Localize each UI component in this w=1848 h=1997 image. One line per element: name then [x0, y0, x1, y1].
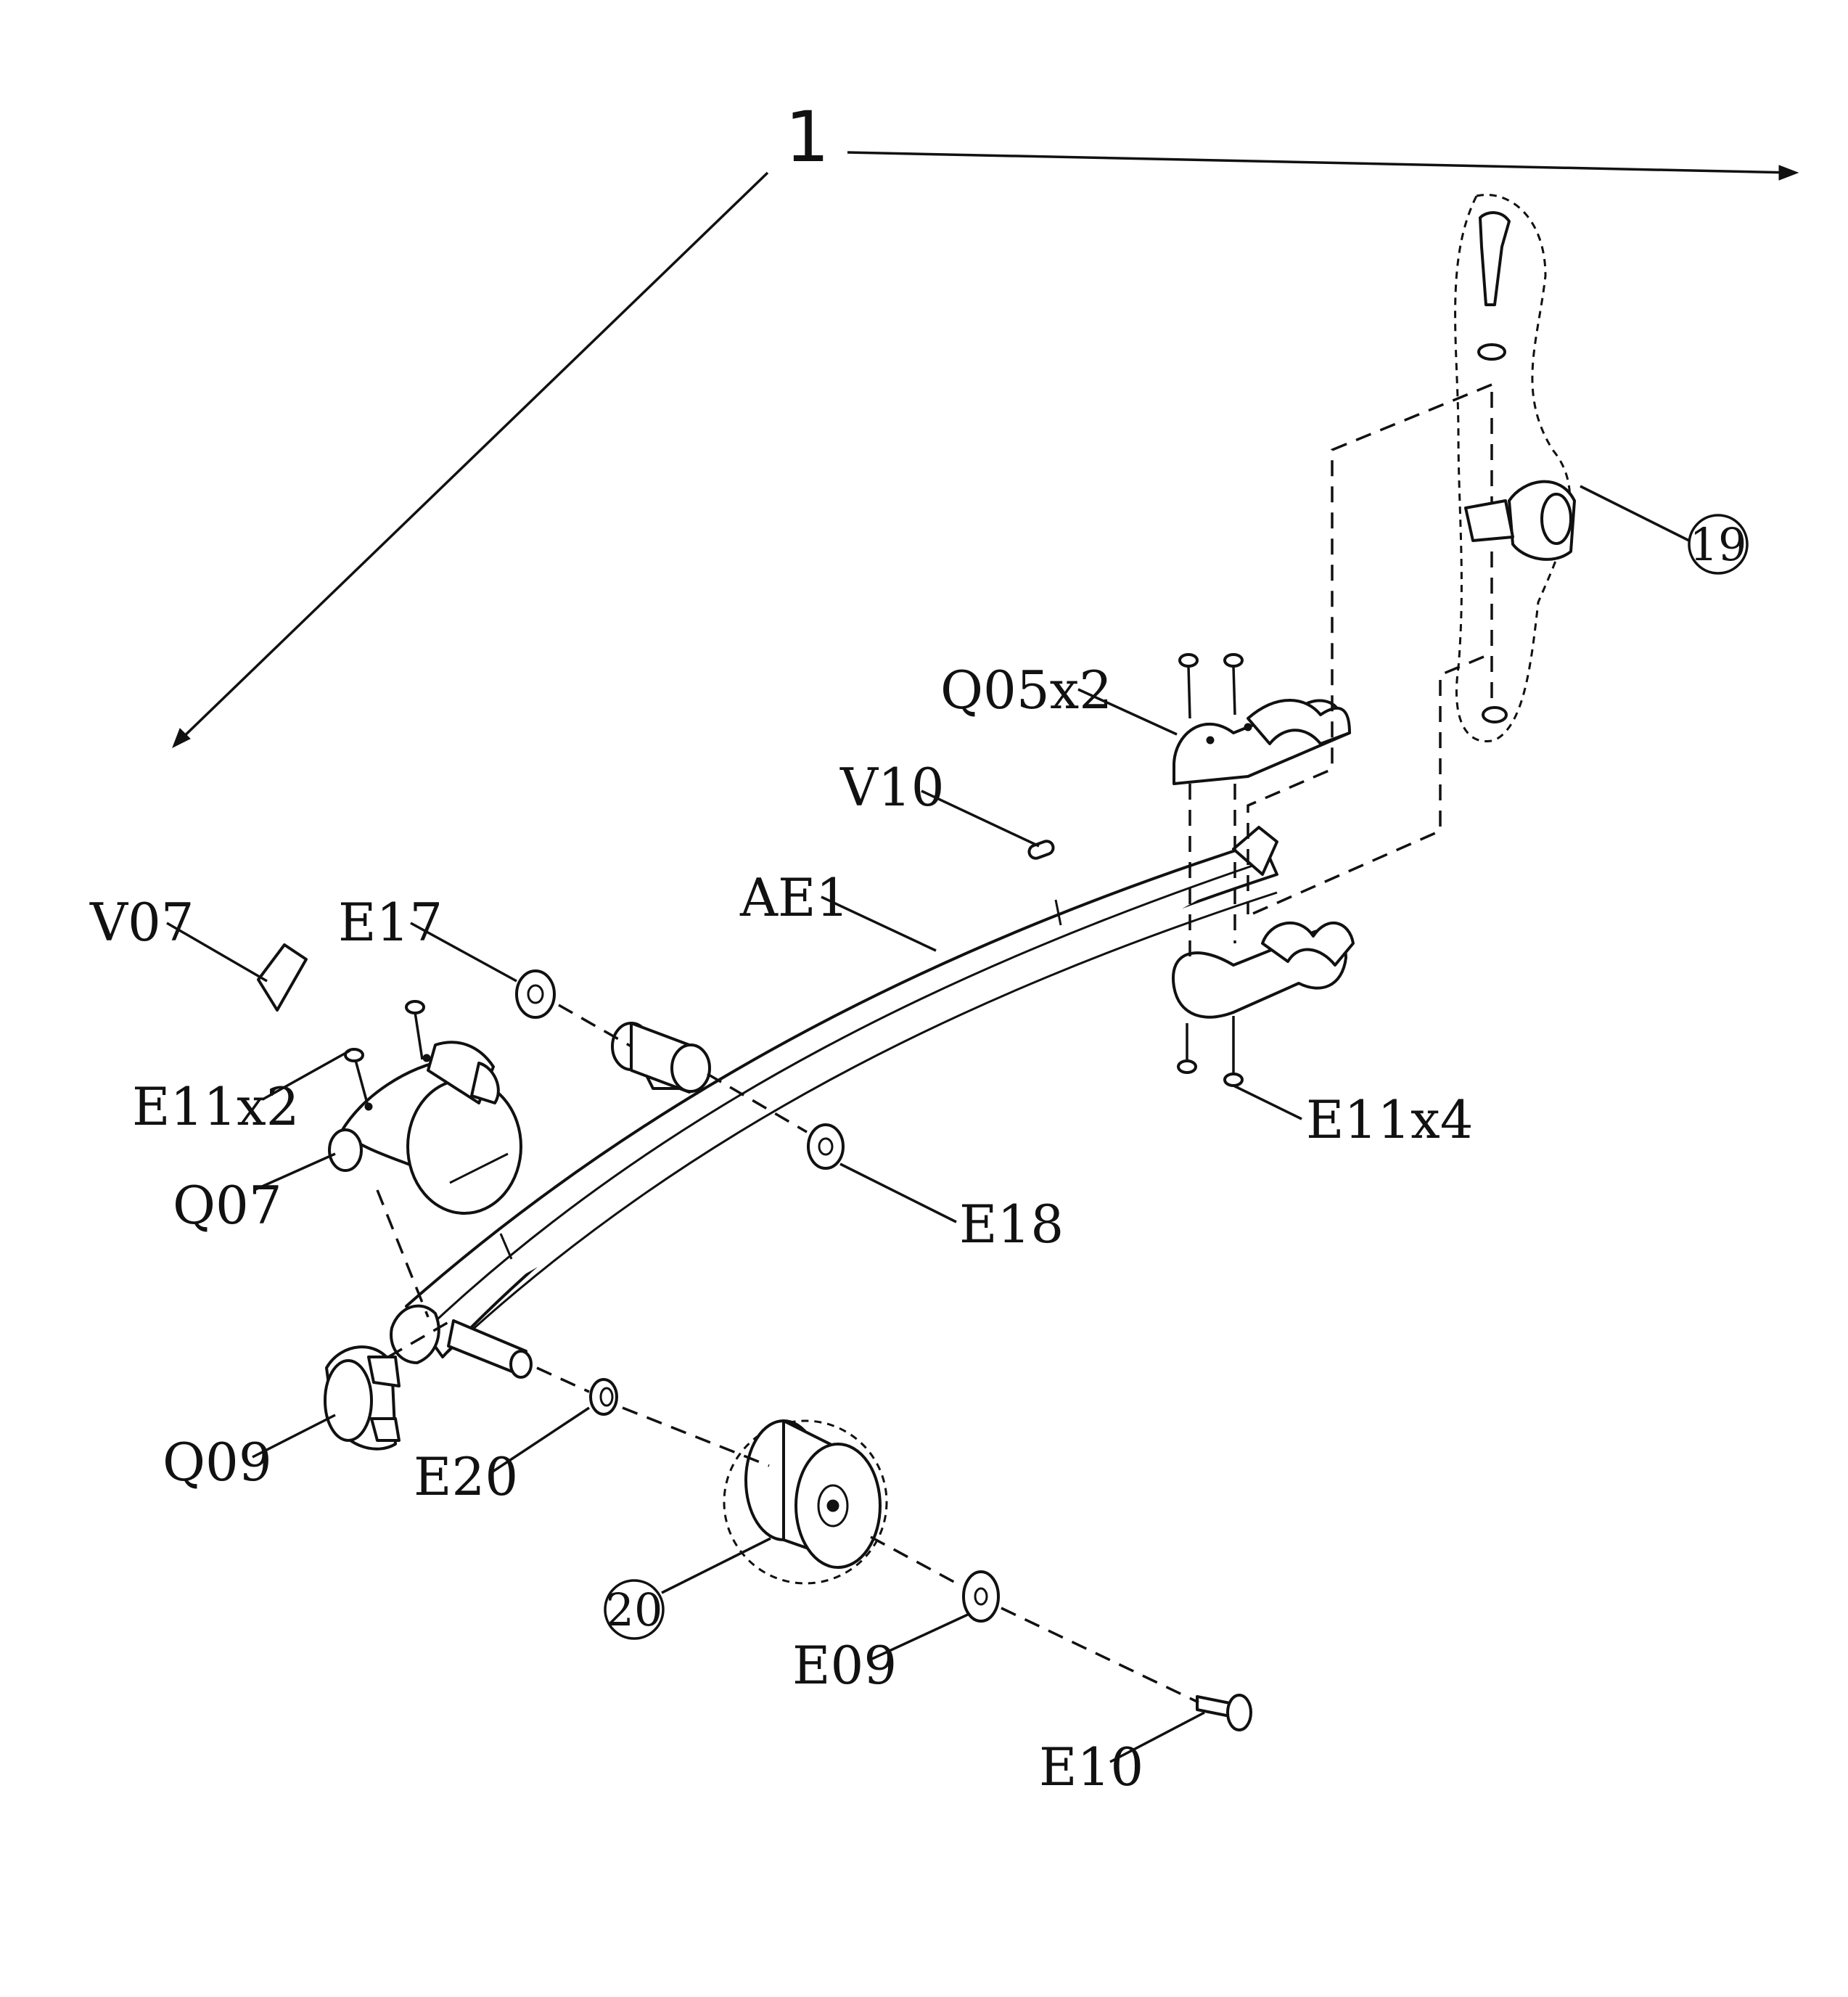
q07-end-cap: [328, 1041, 522, 1215]
v07-sticker: [257, 943, 308, 1012]
arrow-right-head: [1778, 165, 1799, 181]
e17-e18-assembly-line: [558, 1004, 808, 1133]
label-ae1: AE1: [739, 867, 849, 928]
label-v07: V07: [89, 892, 194, 953]
item-20-number: 20: [606, 1583, 663, 1636]
pivot-assembly-19: [1454, 194, 1576, 742]
q05-screw-assembly-line: [1188, 784, 1236, 958]
q07-assembly-line: [376, 1189, 454, 1358]
e11x4-screws: [1177, 653, 1244, 1087]
label-e10: E10: [1039, 1736, 1143, 1797]
assembly-indicator: 1: [172, 97, 1799, 749]
item-20-circle: [604, 1579, 665, 1640]
arrow-left-line: [177, 171, 769, 743]
item-19-circle: [1688, 514, 1749, 575]
item-19-number: 19: [1690, 518, 1747, 571]
label-e18: E18: [959, 1194, 1064, 1255]
part-labels: V07 E17 E11x2 Q07 Q09 E20 E09 E10 E18 AE…: [89, 660, 1474, 1797]
leader-lines: [166, 485, 1690, 1763]
label-q09: Q09: [163, 1432, 272, 1493]
e11x2-screws: [344, 1000, 425, 1104]
pivot-upper-connection-line: [1247, 383, 1492, 914]
wheel-axle-assembly-line: [536, 1366, 1199, 1704]
label-q05x2: Q05x2: [940, 660, 1112, 721]
e10-bolt: [1196, 1694, 1252, 1731]
main-arm: [390, 826, 1278, 1379]
label-e11x4: E11x4: [1306, 1089, 1474, 1150]
label-e20: E20: [414, 1446, 518, 1507]
q09-cap: [324, 1345, 401, 1451]
label-e11x2: E11x2: [132, 1076, 300, 1137]
label-e09: E09: [792, 1635, 897, 1696]
q05-upper-clamp: [1173, 699, 1351, 785]
e17-washer: [515, 969, 556, 1019]
e20-clip: [589, 1378, 618, 1416]
tube-clamp: [611, 1022, 711, 1094]
pivot-lower-connection-line: [1247, 655, 1484, 917]
label-q07: Q07: [173, 1175, 282, 1236]
arrow-right-line: [847, 151, 1793, 174]
arrow-left-head: [172, 728, 191, 749]
e09-washer: [962, 1570, 1000, 1623]
q05-lower-clamp: [1171, 921, 1355, 1019]
assembly-number: 1: [785, 97, 829, 178]
e18-washer: [807, 1123, 845, 1170]
label-e17: E17: [338, 892, 443, 953]
wheel-assembly-20: [723, 1419, 888, 1585]
label-v10: V10: [839, 757, 945, 818]
